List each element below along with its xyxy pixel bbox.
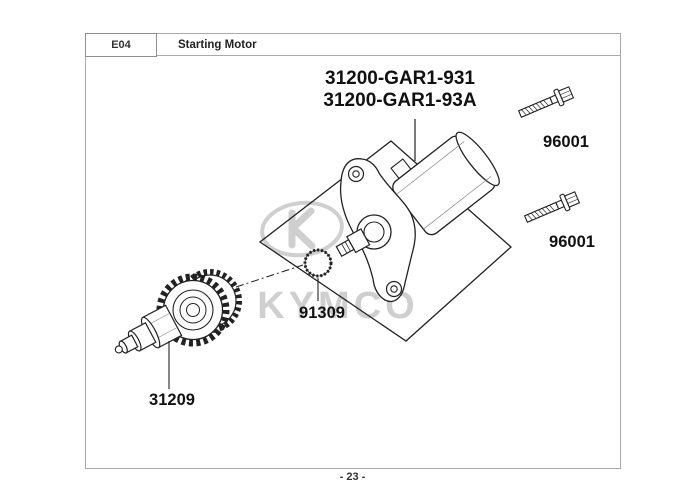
part-number-motor-2: 31200-GAR1-93A (323, 90, 477, 111)
diamond-outline (258, 140, 512, 342)
part-label-o-ring: 91309 (299, 304, 345, 322)
o-ring-illustration (303, 248, 333, 278)
section-code: E04 (111, 39, 131, 51)
starter-motor-illustration (335, 131, 500, 303)
page-title: Starting Motor (178, 39, 257, 51)
motor-shaft (335, 228, 371, 258)
part-label-bolt-lower: 96001 (549, 233, 595, 251)
part-number-motor-1: 31200-GAR1-931 (325, 68, 475, 89)
starter-gear-illustration (114, 269, 242, 354)
section-code-box: E04 (85, 33, 157, 57)
page-number: - 23 - (339, 471, 366, 483)
part-label-motor: 31200-GAR1-931 31200-GAR1-93A (285, 68, 515, 112)
kymco-logo-mark (260, 200, 344, 258)
bolt-upper-illustration (517, 86, 575, 118)
bolt-lower-illustration (523, 191, 581, 223)
gear-axis-dashed-line (235, 264, 304, 288)
part-label-starter-gear: 31209 (149, 391, 195, 409)
header-divider (85, 55, 620, 56)
diagram-frame (85, 33, 621, 469)
part-label-bolt-upper: 96001 (543, 133, 589, 151)
